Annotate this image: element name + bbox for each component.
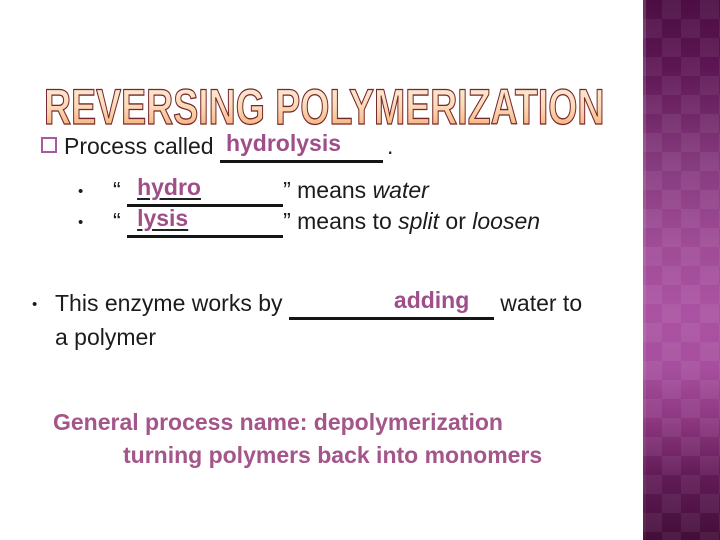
bullet-this-enzyme: • This enzyme works by adding water to a… bbox=[32, 286, 582, 354]
answer-blank-hydro: hydro bbox=[127, 174, 284, 207]
bullet1-period: . bbox=[386, 133, 394, 159]
sub-bullet-hydro: • “ hydro ” means water bbox=[78, 174, 540, 208]
open-quote: “ bbox=[113, 208, 128, 234]
bullet2-post: water to bbox=[493, 290, 583, 316]
sub2-text: means to bbox=[297, 208, 399, 234]
answer-hydrolysis: hydrolysis bbox=[225, 130, 342, 156]
bullet-process-called: Process called hydrolysis. bbox=[41, 130, 394, 163]
dot-bullet-icon: • bbox=[32, 296, 38, 313]
footer-line-2: turning polymers back into monomers bbox=[123, 442, 543, 468]
footer-note: General process name: depolymerization t… bbox=[0, 406, 643, 472]
bullet2-pre: This enzyme works by bbox=[55, 290, 289, 316]
sub2-italic-loosen: loosen bbox=[472, 208, 541, 234]
sub2-italic-split: split bbox=[398, 208, 440, 234]
bullet1-text: Process called bbox=[64, 133, 220, 159]
open-quote: “ bbox=[113, 177, 128, 203]
answer-blank-adding: adding bbox=[288, 287, 494, 320]
answer-blank-hydrolysis: hydrolysis bbox=[219, 130, 383, 163]
answer-lysis: lysis bbox=[137, 205, 189, 231]
dot-bullet-icon: • bbox=[78, 183, 84, 200]
sub1-text: means bbox=[297, 177, 373, 203]
answer-blank-lysis: lysis bbox=[127, 205, 284, 238]
sub2-or: or bbox=[439, 208, 473, 234]
dot-bullet-icon: • bbox=[78, 214, 84, 231]
close-quote: ” bbox=[283, 208, 298, 234]
answer-adding: adding bbox=[393, 287, 470, 313]
slide-title: REVERSING POLYMERIZATION bbox=[44, 78, 605, 135]
sub1-italic-water: water bbox=[372, 177, 429, 203]
square-bullet-icon bbox=[41, 137, 57, 153]
answer-hydro: hydro bbox=[137, 174, 201, 200]
decorative-side-panel bbox=[643, 0, 720, 540]
close-quote: ” bbox=[283, 177, 298, 203]
sub-bullet-list: • “ hydro ” means water • “ lysis ” means to… bbox=[78, 174, 541, 239]
bullet2-line2: a polymer bbox=[55, 324, 156, 350]
footer-line-1: General process name: depolymerization bbox=[53, 409, 503, 435]
bullet2-text-block: This enzyme works by adding water to a p… bbox=[55, 286, 582, 354]
sub-bullet-lysis: • “ lysis ” means to split or loosen bbox=[78, 205, 541, 239]
